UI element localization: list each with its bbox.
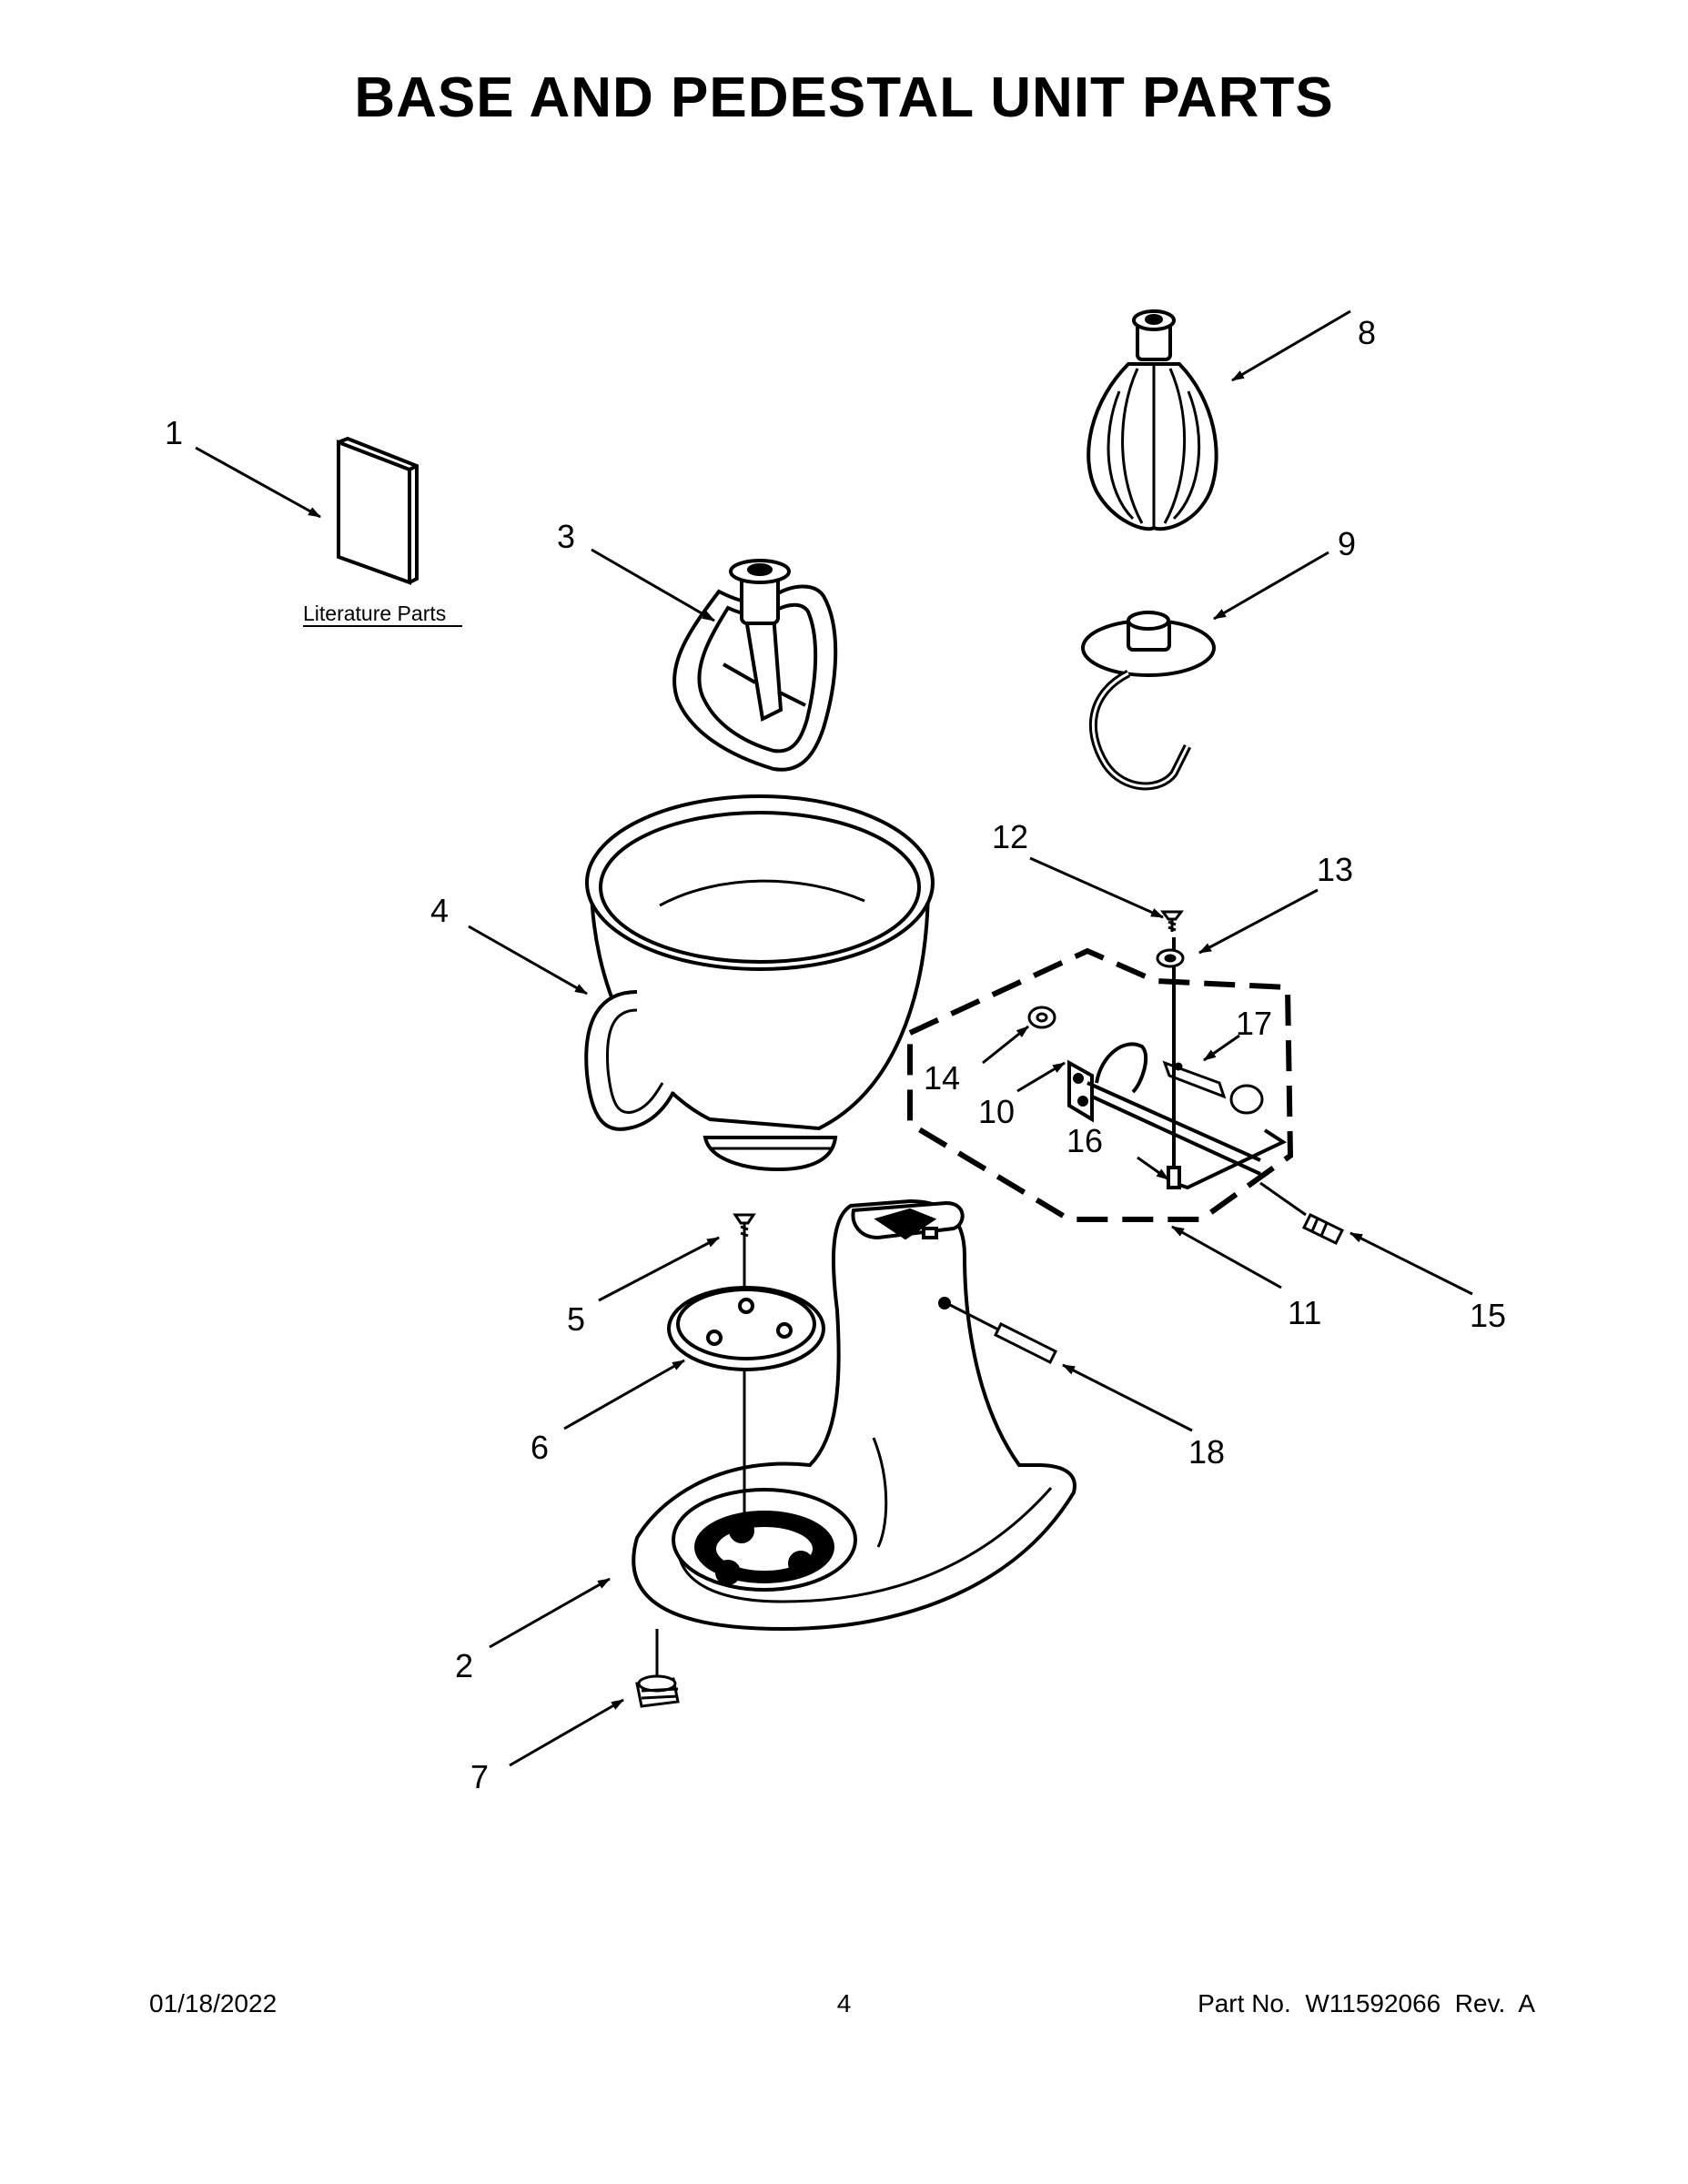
footer-date: 01/18/2022 xyxy=(149,1989,278,2017)
part-2-pedestal-base xyxy=(632,1198,1076,1632)
footer-part-number: Part No. W11592066 Rev. A xyxy=(1198,1989,1535,2017)
part-3-flat-beater xyxy=(672,559,838,772)
literature-parts-label: Literature Parts xyxy=(303,602,446,625)
callout-17: 17 xyxy=(1236,1005,1272,1042)
callout-9: 9 xyxy=(1338,525,1356,562)
footer-page-number: 4 xyxy=(836,1989,852,2017)
page-title: BASE AND PEDESTAL UNIT PARTS xyxy=(354,66,1334,129)
callout-3: 3 xyxy=(557,518,575,555)
part-9-dough-hook xyxy=(1081,611,1216,791)
callout-15: 15 xyxy=(1470,1297,1506,1334)
callout-6: 6 xyxy=(531,1429,549,1466)
part-1-literature xyxy=(337,436,419,585)
callout-8: 8 xyxy=(1358,314,1376,351)
callout-10: 10 xyxy=(978,1093,1015,1130)
callout-11: 11 xyxy=(1288,1294,1321,1331)
part-15-pin xyxy=(1301,1213,1345,1245)
part-4-bowl xyxy=(584,794,935,1172)
callout-18: 18 xyxy=(1188,1433,1225,1471)
callout-12: 12 xyxy=(992,818,1028,855)
part-16-locking-rod xyxy=(1167,937,1288,1190)
part-14-washer xyxy=(1027,1006,1056,1029)
callout-5: 5 xyxy=(567,1300,585,1338)
part-5-screw xyxy=(733,1213,756,1239)
part-18-axis xyxy=(947,1302,999,1331)
callout-2: 2 xyxy=(455,1647,473,1684)
part-15-axis xyxy=(1259,1181,1307,1217)
callout-16: 16 xyxy=(1066,1122,1103,1159)
part-12-screw xyxy=(1160,910,1184,932)
callout-13: 13 xyxy=(1317,851,1353,888)
leader-lines xyxy=(195,309,1473,1767)
part-18-hinge-pin xyxy=(993,1321,1058,1365)
part-7-foot xyxy=(635,1674,680,1708)
part-8-wire-whip xyxy=(1087,309,1218,531)
callout-14: 14 xyxy=(924,1059,960,1097)
callout-7: 7 xyxy=(470,1758,489,1795)
part-17-lever xyxy=(1162,1060,1264,1115)
part-13-washer xyxy=(1156,948,1185,968)
callout-1: 1 xyxy=(165,414,183,451)
part-6-trim-band xyxy=(667,1286,825,1371)
callout-4: 4 xyxy=(430,892,449,929)
part-11-hinge-group-outline xyxy=(907,947,1294,1222)
